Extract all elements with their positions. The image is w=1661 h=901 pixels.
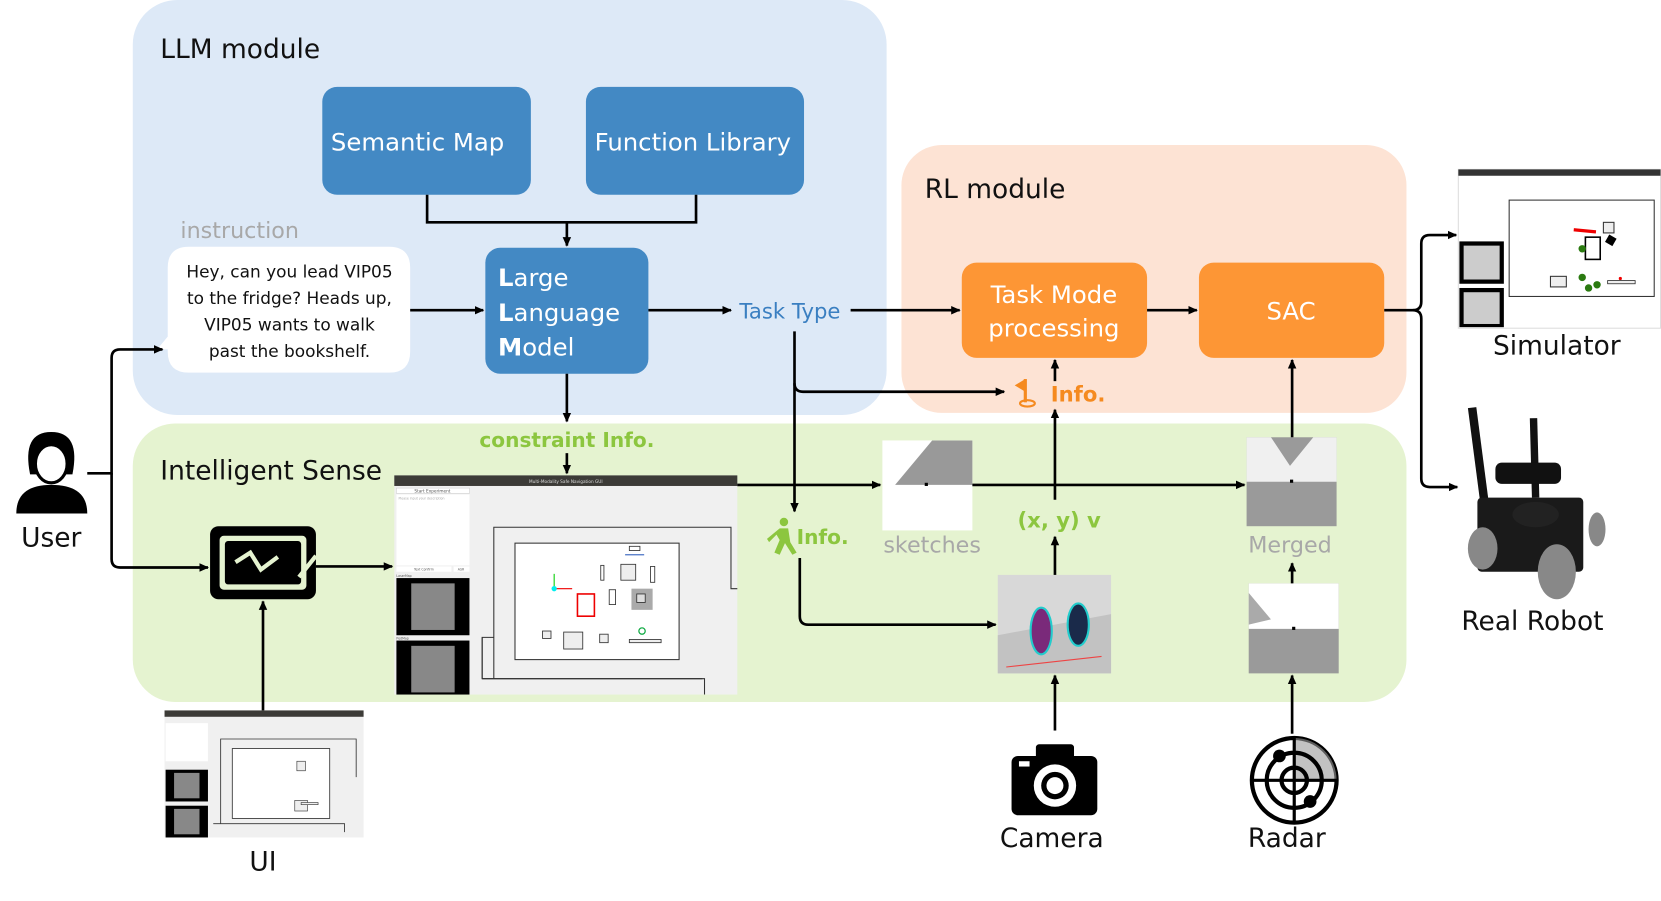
llm-line-1: Large — [498, 263, 568, 292]
task-mode-processing-box — [961, 262, 1148, 358]
simulator-label: Simulator — [1493, 331, 1621, 362]
connector-arrows — [87, 194, 1459, 734]
camera-view-image — [997, 574, 1112, 674]
user-icon — [16, 431, 88, 514]
llm-line-3: Model — [498, 333, 574, 362]
pedestrian-info-label: Info. — [797, 525, 849, 549]
instruction-line: to the fridge? Heads up, — [187, 288, 392, 308]
walking-person-icon — [766, 517, 797, 555]
description-input: Please input your description — [399, 497, 445, 501]
gui-title: Multi-Modality Safe Navigation GUI — [529, 479, 603, 484]
ped-map-label: PedMap — [396, 636, 408, 640]
radar-scan-image — [1248, 583, 1339, 674]
task-type-label: Task Type — [738, 299, 840, 324]
large-language-model-box — [485, 247, 649, 374]
asr-button: ASR — [458, 568, 465, 572]
real-robot-label: Real Robot — [1461, 606, 1603, 637]
function-library-label: Function Library — [595, 127, 791, 156]
start-experiment-button: Start Experiment — [414, 488, 450, 493]
user-label: User — [21, 522, 81, 553]
simulator-screenshot — [1457, 168, 1661, 329]
task-mode-line: Task Mode — [990, 280, 1118, 309]
intelligent-sense-icon — [210, 526, 318, 600]
real-robot-image — [1467, 407, 1606, 600]
instruction-line: past the bookshelf. — [209, 341, 370, 361]
merged-label: Merged — [1248, 533, 1331, 559]
camera-icon — [1011, 744, 1098, 816]
instruction-line: VIP05 wants to walk — [204, 314, 375, 334]
rl-info-label: Info. — [1051, 381, 1106, 406]
ui-screenshot-thumbnail — [164, 710, 364, 838]
intelligent-sense-title: Intelligent Sense — [160, 456, 382, 487]
llm-line-2: Language — [498, 298, 620, 327]
task-mode-line: processing — [988, 314, 1119, 343]
radar-icon — [1249, 735, 1339, 825]
camera-label: Camera — [1000, 823, 1104, 854]
merged-image — [1246, 437, 1337, 527]
sac-box — [1198, 262, 1385, 358]
sketches-image — [882, 440, 973, 531]
sac-label: SAC — [1266, 297, 1315, 326]
sketches-label: sketches — [883, 533, 981, 559]
constraint-info-label: constraint Info. — [479, 428, 654, 452]
semantic-map-label: Semantic Map — [331, 127, 504, 156]
ui-label: UI — [249, 846, 276, 877]
laser-map-label: LaserMap — [396, 574, 411, 578]
gui-screenshot: Multi-Modality Safe Navigation GUI Start… — [394, 475, 738, 695]
goal-flag-icon — [1014, 379, 1036, 408]
instruction-line: Hey, can you lead VIP05 — [186, 261, 392, 281]
rl-module-title: RL module — [925, 174, 1066, 205]
semantic-map-box — [322, 86, 531, 195]
text-confirm-button: Text Confirm — [413, 568, 434, 572]
xyv-label: (x, y) v — [1018, 507, 1102, 532]
radar-label: Radar — [1248, 823, 1326, 854]
llm-module-title: LLM module — [160, 34, 320, 65]
instruction-bubble — [157, 246, 411, 373]
function-library-box — [585, 86, 805, 195]
instruction-label: instruction — [180, 218, 299, 244]
